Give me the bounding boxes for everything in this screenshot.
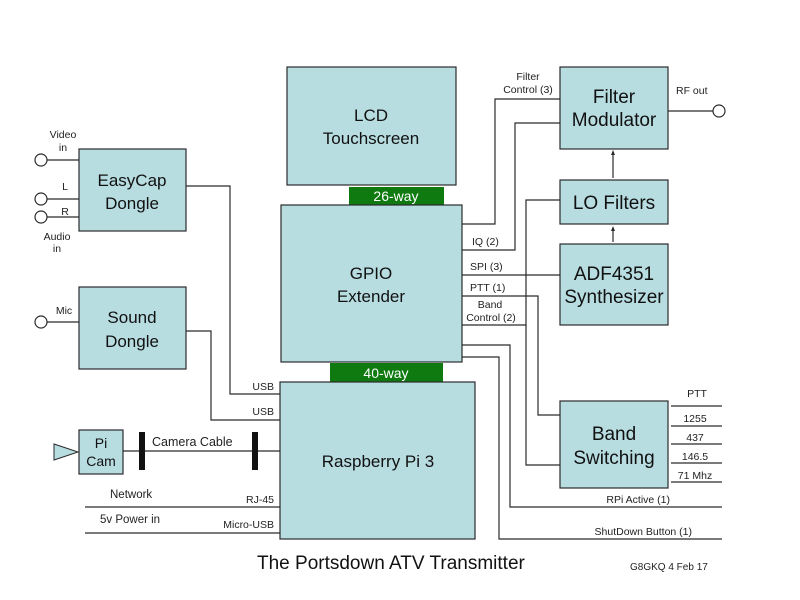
audio-r-jack-icon [34, 210, 48, 224]
audio-l-jack-icon [34, 192, 48, 206]
arrow-up-icon [611, 226, 615, 231]
sound-label-1: Sound [107, 308, 156, 327]
filtermod-label-1: Filter [593, 87, 636, 108]
band-output-71: 71 Mhz [678, 470, 712, 482]
wire-band-control [462, 199, 560, 326]
easycap-label-2: Dongle [105, 194, 159, 213]
block-easycap[interactable]: EasyCap Dongle [78, 148, 187, 232]
shutdown-label: ShutDown Button (1) [595, 526, 692, 538]
ptt-label: PTT [687, 388, 707, 400]
block-pi-cam[interactable]: Pi Cam [78, 429, 124, 475]
mic-jack-icon [34, 315, 48, 329]
band-output-146: 146.5 [682, 451, 708, 463]
picam-label-2: Cam [86, 453, 116, 469]
lcd-label-2: Touchscreen [323, 129, 419, 148]
rj45-label: RJ-45 [246, 494, 274, 506]
connector-26-label: 26-way [373, 188, 418, 204]
rf-out-label: RF out [676, 85, 708, 97]
wire-rpi-active [462, 344, 722, 508]
cable-clamp-right [252, 432, 258, 470]
block-raspberry-pi[interactable]: Raspberry Pi 3 [279, 381, 476, 540]
rpi-label: Raspberry Pi 3 [322, 452, 434, 471]
diagram-title: The Portsdown ATV Transmitter [257, 553, 526, 574]
block-lcd-touchscreen[interactable]: LCD Touchscreen [286, 66, 457, 186]
wire-ptt [462, 295, 560, 416]
power-in-label: 5v Power in [100, 514, 160, 526]
audio-r-label: R [61, 206, 69, 218]
filter-control-label-2: Control (3) [503, 84, 553, 96]
camera-lens-icon [53, 443, 80, 461]
audio-in-label-2: in [53, 243, 61, 255]
micro-usb-label: Micro-USB [223, 519, 274, 531]
band-control-label-1: Band [478, 299, 503, 311]
block-band-switching[interactable]: Band Switching [559, 400, 669, 489]
band-control-label-2: Control (2) [466, 312, 516, 324]
block-filter-modulator[interactable]: Filter Modulator [559, 66, 669, 150]
block-sound-dongle[interactable]: Sound Dongle [78, 286, 187, 370]
mic-label: Mic [56, 305, 72, 317]
sound-label-2: Dongle [105, 332, 159, 351]
video-in-jack-icon [34, 153, 48, 167]
usb-label-1: USB [252, 381, 274, 393]
iq-label: IQ (2) [472, 236, 499, 248]
wire-shutdown [462, 356, 722, 540]
band-label-2: Switching [573, 448, 654, 469]
video-in-label-2: in [59, 142, 67, 154]
wire-iq [462, 122, 560, 251]
filter-control-label-1: Filter [516, 71, 540, 83]
filtermod-label-2: Modulator [572, 110, 657, 131]
cable-clamp-left [139, 432, 145, 470]
ptt1-label: PTT (1) [470, 282, 505, 294]
audio-in-label-1: Audio [44, 231, 71, 243]
easycap-label-1: EasyCap [98, 171, 167, 190]
rf-out-jack-icon [712, 104, 726, 118]
gpio-label-1: GPIO [350, 264, 393, 283]
rpi-active-label: RPi Active (1) [606, 494, 670, 506]
block-gpio-extender[interactable]: GPIO Extender [280, 204, 463, 363]
spi-label: SPI (3) [470, 261, 503, 273]
wire-band-switch [525, 325, 560, 466]
block-adf4351[interactable]: ADF4351 Synthesizer [559, 243, 669, 326]
gpio-label-2: Extender [337, 287, 405, 306]
connector-40-label: 40-way [363, 365, 408, 381]
block-lo-filters[interactable]: LO Filters [559, 179, 669, 225]
picam-label-1: Pi [95, 435, 107, 451]
lcd-label-1: LCD [354, 106, 388, 125]
band-label-1: Band [592, 424, 636, 445]
band-output-1255: 1255 [683, 413, 707, 425]
arrow-up-icon [611, 150, 615, 155]
connector-26-way: 26-way [349, 187, 444, 205]
connector-40-way: 40-way [330, 363, 443, 382]
audio-l-label: L [62, 181, 68, 193]
video-in-label-1: Video [50, 129, 77, 141]
band-output-437: 437 [686, 432, 704, 444]
adf-label-2: Synthesizer [564, 287, 664, 308]
camera-cable-label: Camera Cable [152, 435, 233, 449]
author-credit: G8GKQ 4 Feb 17 [630, 562, 708, 573]
network-label: Network [110, 489, 152, 501]
usb-label-2: USB [252, 406, 274, 418]
wire-filter-control [462, 98, 560, 225]
adf-label-1: ADF4351 [574, 264, 654, 285]
lofilters-label: LO Filters [573, 193, 655, 214]
wire-sound-usb [186, 330, 280, 421]
wire-easycap-usb [186, 185, 280, 395]
